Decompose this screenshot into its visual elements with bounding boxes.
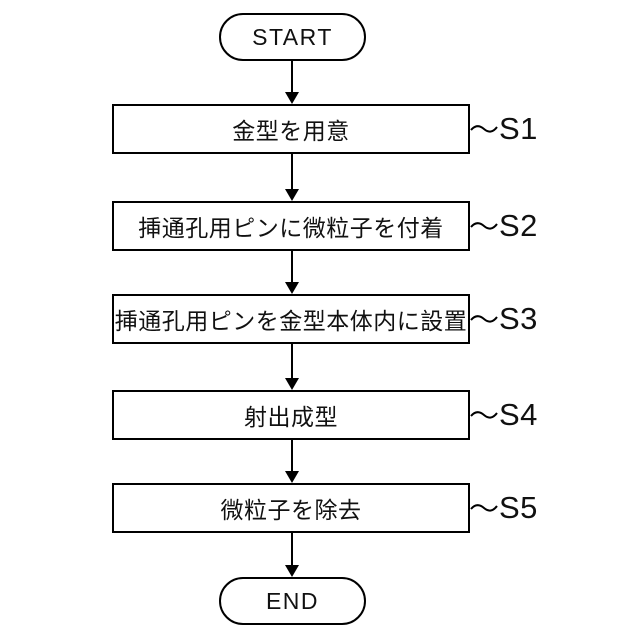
step-label-group-s5: S5 xyxy=(470,483,538,533)
tilde-connector-icon xyxy=(470,315,498,323)
arrow-stem xyxy=(291,60,293,95)
step-box-s5: 微粒子を除去 xyxy=(112,483,470,533)
flow-arrow-down-icon xyxy=(284,440,300,483)
end-node: END xyxy=(219,577,366,625)
step-id-s3: S3 xyxy=(499,301,538,336)
step-text-s1: 金型を用意 xyxy=(232,118,350,144)
arrow-head-icon xyxy=(285,92,299,104)
step-id-s1: S1 xyxy=(499,111,538,146)
tilde-connector-icon xyxy=(470,222,498,230)
step-label-group-s3: S3 xyxy=(470,294,538,344)
arrow-stem xyxy=(291,440,293,474)
arrow-head-icon xyxy=(285,471,299,483)
start-label: START xyxy=(252,23,333,50)
flow-arrow-down-icon xyxy=(284,154,300,201)
flow-arrow-down-icon xyxy=(284,344,300,390)
step-text-s3: 挿通孔用ピンを金型本体内に設置 xyxy=(114,308,468,334)
arrow-head-icon xyxy=(285,189,299,201)
tilde-connector-icon xyxy=(470,504,498,512)
flow-arrow-down-icon xyxy=(284,251,300,294)
end-label: END xyxy=(265,587,320,614)
step-box-s4: 射出成型 xyxy=(112,390,470,440)
step-label-group-s4: S4 xyxy=(470,390,538,440)
tilde-connector-icon xyxy=(470,125,498,133)
flow-arrow-down-icon xyxy=(284,533,300,577)
arrow-stem xyxy=(291,533,293,568)
step-text-s5: 微粒子を除去 xyxy=(220,497,362,523)
arrow-head-icon xyxy=(285,378,299,390)
step-box-s1: 金型を用意 xyxy=(112,104,470,154)
arrow-stem xyxy=(291,344,293,381)
step-id-s5: S5 xyxy=(499,490,538,525)
step-id-s2: S2 xyxy=(499,208,538,243)
step-text-s4: 射出成型 xyxy=(244,404,338,430)
arrow-stem xyxy=(291,251,293,285)
arrow-head-icon xyxy=(285,282,299,294)
start-node: START xyxy=(219,13,366,61)
step-box-s3: 挿通孔用ピンを金型本体内に設置 xyxy=(112,294,470,344)
flow-arrow-down-icon xyxy=(284,60,300,104)
step-label-group-s2: S2 xyxy=(470,201,538,251)
step-box-s2: 挿通孔用ピンに微粒子を付着 xyxy=(112,201,470,251)
step-label-group-s1: S1 xyxy=(470,104,538,154)
arrow-head-icon xyxy=(285,565,299,577)
step-text-s2: 挿通孔用ピンに微粒子を付着 xyxy=(138,215,444,241)
tilde-connector-icon xyxy=(470,411,498,419)
arrow-stem xyxy=(291,154,293,192)
step-id-s4: S4 xyxy=(499,397,538,432)
